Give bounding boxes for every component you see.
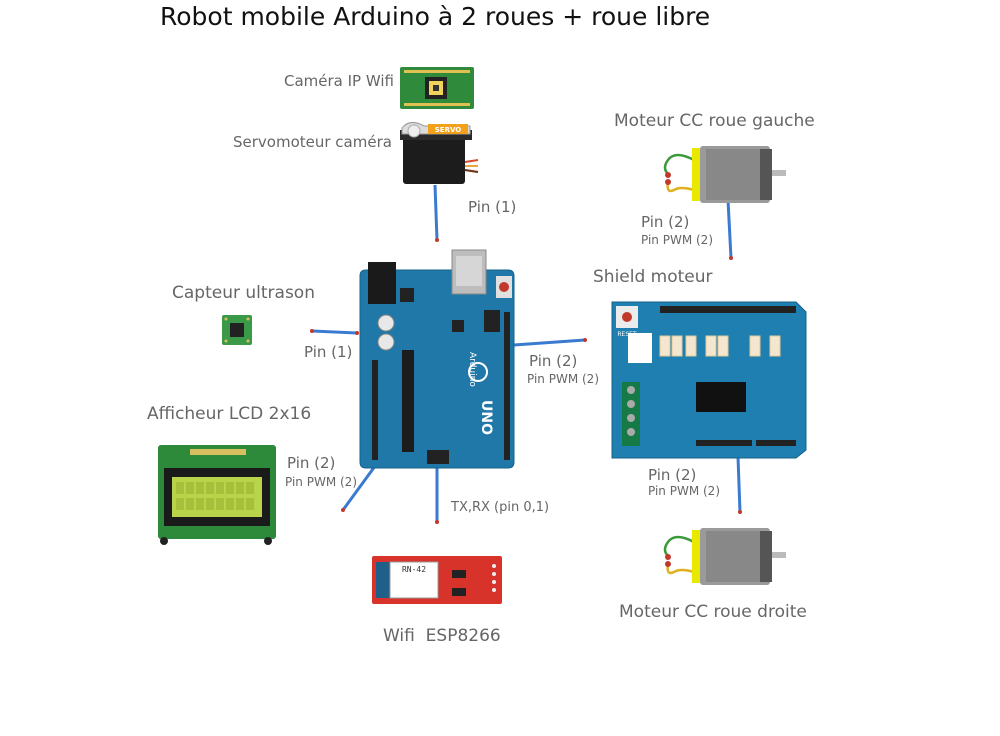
motor-left [663, 146, 786, 203]
shield-reset-text: RESET [617, 331, 637, 338]
ultrasonic-label: Capteur ultrason [172, 283, 315, 303]
lcd-pwm-label: Pin PWM (2) [285, 475, 357, 489]
arduino-uno: Arduino UNO [359, 249, 515, 469]
motor-right [663, 528, 786, 585]
lcd-label: Afficheur LCD 2x16 [147, 404, 312, 424]
wire-lcd [341, 461, 380, 511]
camera-label: Caméra IP Wifi [284, 72, 394, 90]
motor-right-pin-label: Pin (2) [648, 466, 697, 484]
shield-pwm-label: Pin PWM (2) [527, 372, 599, 386]
shield-label: Shield moteur [593, 267, 713, 287]
motor-shield: RESET [611, 301, 807, 459]
motor-left-pwm-label: Pin PWM (2) [641, 233, 713, 247]
ultrasonic-pin-label: Pin (1) [304, 343, 353, 361]
servo-motor: SERVO [400, 122, 479, 184]
shield-pin-label: Pin (2) [529, 352, 578, 370]
lcd-pin-label: Pin (2) [287, 454, 336, 472]
ip-camera [400, 67, 474, 109]
arduino-model-text: UNO [478, 400, 494, 435]
motor-right-pwm-label: Pin PWM (2) [648, 484, 720, 498]
motor-left-label: Moteur CC roue gauche [614, 111, 815, 131]
wire-shield [513, 338, 586, 347]
wifi-label: Wifi ESP8266 [383, 626, 501, 646]
arduino-brand-text: Arduino [467, 352, 477, 387]
wire-motor-right [736, 456, 742, 513]
wires [311, 184, 742, 522]
wire-ultrasonic [311, 329, 358, 335]
lcd-display [158, 445, 276, 545]
wifi-pins-label: TX,RX (pin 0,1) [451, 500, 550, 515]
wire-servo [433, 184, 439, 241]
wifi-module: RN-42 [372, 556, 502, 604]
wifi-chip-text: RN-42 [402, 565, 426, 574]
motor-right-label: Moteur CC roue droite [619, 602, 807, 622]
wire-motor-left [726, 199, 733, 259]
diagram-title: Robot mobile Arduino à 2 roues + roue li… [160, 2, 711, 31]
servo-pin-label: Pin (1) [468, 198, 517, 216]
servo-label: Servomoteur caméra [233, 133, 392, 151]
motor-left-pin-label: Pin (2) [641, 213, 690, 231]
ultrasonic-sensor [222, 315, 252, 345]
servo-text: SERVO [435, 126, 462, 134]
